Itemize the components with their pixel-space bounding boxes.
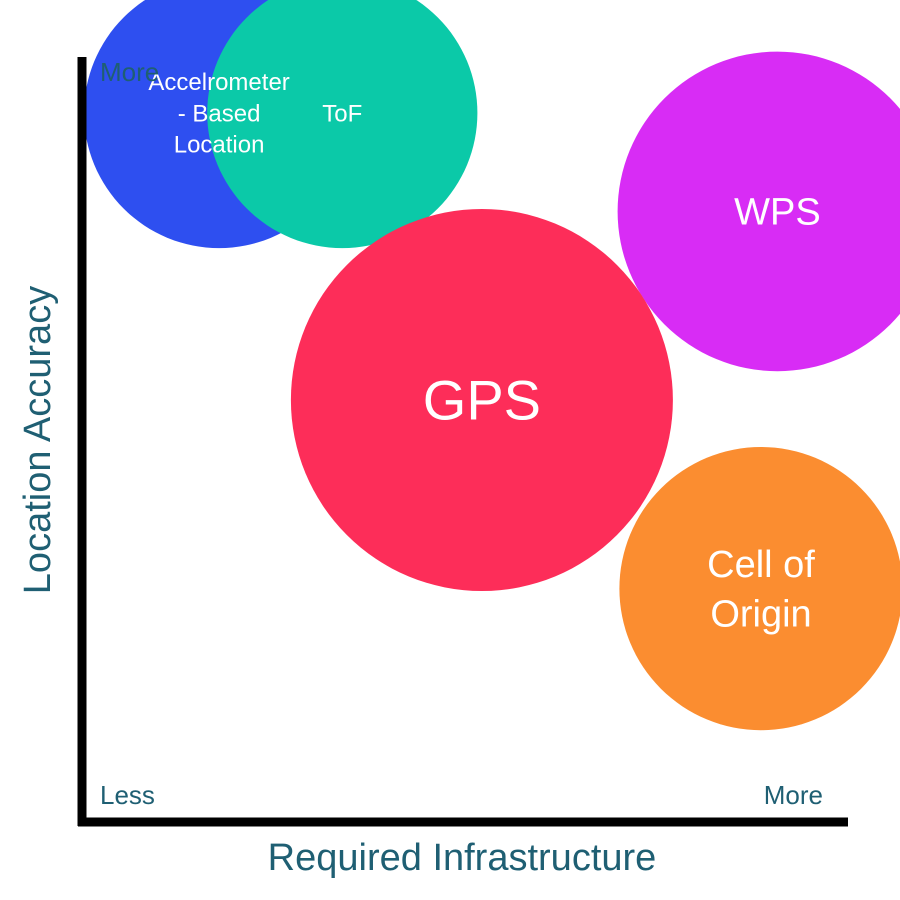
bubble-tof	[207, 0, 478, 249]
bubble-label-cell-of-origin-line-1: Cell of	[707, 544, 815, 586]
bubble-label-tof-line-1: ToF	[322, 100, 362, 127]
bubble-cell-of-origin	[619, 447, 900, 731]
x-axis-high-label: More	[764, 780, 823, 810]
bubbles-group	[84, 0, 900, 731]
bubble-label-accelrometer-based-location-line-2: - Based	[178, 100, 261, 127]
bubble-label-wps-line-1: WPS	[734, 192, 821, 234]
bubble-label-gps-line-1: GPS	[423, 369, 541, 432]
bubble-label-accelrometer-based-location-line-3: Location	[174, 132, 265, 159]
bubble-label-accelrometer-based-location-line-1: Accelrometer	[148, 69, 289, 96]
bubble-wps	[617, 51, 900, 372]
bubble-label-cell-of-origin-line-2: Origin	[710, 594, 811, 636]
x-axis-low-label: Less	[100, 780, 155, 810]
bubble-gps	[290, 209, 673, 591]
x-axis-title: Required Infrastructure	[268, 837, 657, 879]
y-axis-high-label: More	[100, 57, 159, 87]
y-axis-title: Location Accuracy	[17, 286, 59, 594]
